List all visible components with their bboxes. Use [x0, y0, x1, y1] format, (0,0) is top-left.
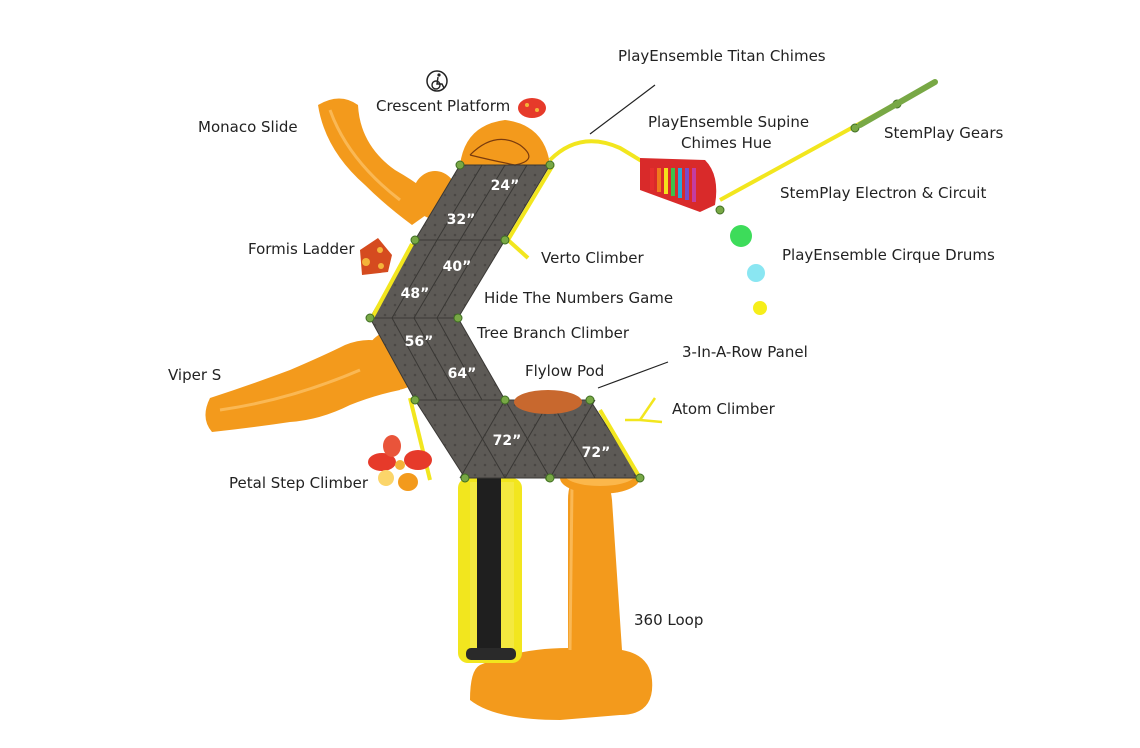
label-crescent-platform: Crescent Platform — [376, 97, 510, 115]
deck-height-64: 64” — [448, 366, 477, 382]
crescent-platform — [460, 120, 550, 166]
label-viper-s: Viper S — [168, 366, 221, 384]
label-atom-climber: Atom Climber — [672, 400, 776, 418]
deck-height-72-b: 72” — [582, 445, 611, 461]
label-verto-climber: Verto Climber — [541, 249, 644, 267]
drum-cyan — [747, 264, 765, 282]
label-formis-ladder: Formis Ladder — [248, 240, 355, 258]
label-supine-chimes-2: Chimes Hue — [681, 134, 772, 152]
label-supine-chimes-1: PlayEnsemble Supine — [648, 113, 809, 131]
vertical-climber — [458, 474, 553, 663]
label-titan-chimes: PlayEnsemble Titan Chimes — [618, 47, 826, 65]
deck-height-56: 56” — [405, 334, 434, 350]
petal-step-climber — [368, 435, 432, 491]
deck-height-48: 48” — [401, 286, 430, 302]
crescent-accent-panel — [518, 98, 546, 118]
stemplay-gears-pole — [857, 79, 938, 128]
wheelchair-accessible-icon — [426, 70, 448, 92]
label-petal-step: Petal Step Climber — [229, 474, 369, 492]
label-3-in-a-row: 3-In-A-Row Panel — [682, 343, 808, 361]
deck-height-32: 32” — [447, 212, 476, 228]
label-hide-numbers: Hide The Numbers Game — [484, 289, 673, 307]
label-tree-branch: Tree Branch Climber — [476, 324, 630, 342]
drum-yellow — [753, 301, 767, 315]
atom-climber — [625, 397, 663, 424]
label-cirque-drums: PlayEnsemble Cirque Drums — [782, 246, 995, 264]
deck-height-24: 24” — [491, 178, 520, 194]
formis-ladder — [360, 238, 392, 275]
supine-chimes — [640, 158, 717, 212]
label-stemplay-gears: StemPlay Gears — [884, 124, 1004, 142]
deck-height-40: 40” — [443, 259, 472, 275]
drum-green — [730, 225, 752, 247]
deck-height-72-a: 72” — [493, 433, 522, 449]
label-stemplay-electron: StemPlay Electron & Circuit — [780, 184, 986, 202]
label-monaco-slide: Monaco Slide — [198, 118, 298, 136]
label-360-loop: 360 Loop — [634, 611, 703, 629]
flylow-pod — [514, 390, 582, 414]
label-flylow-pod: Flylow Pod — [525, 362, 604, 380]
leader-lines — [589, 84, 669, 389]
